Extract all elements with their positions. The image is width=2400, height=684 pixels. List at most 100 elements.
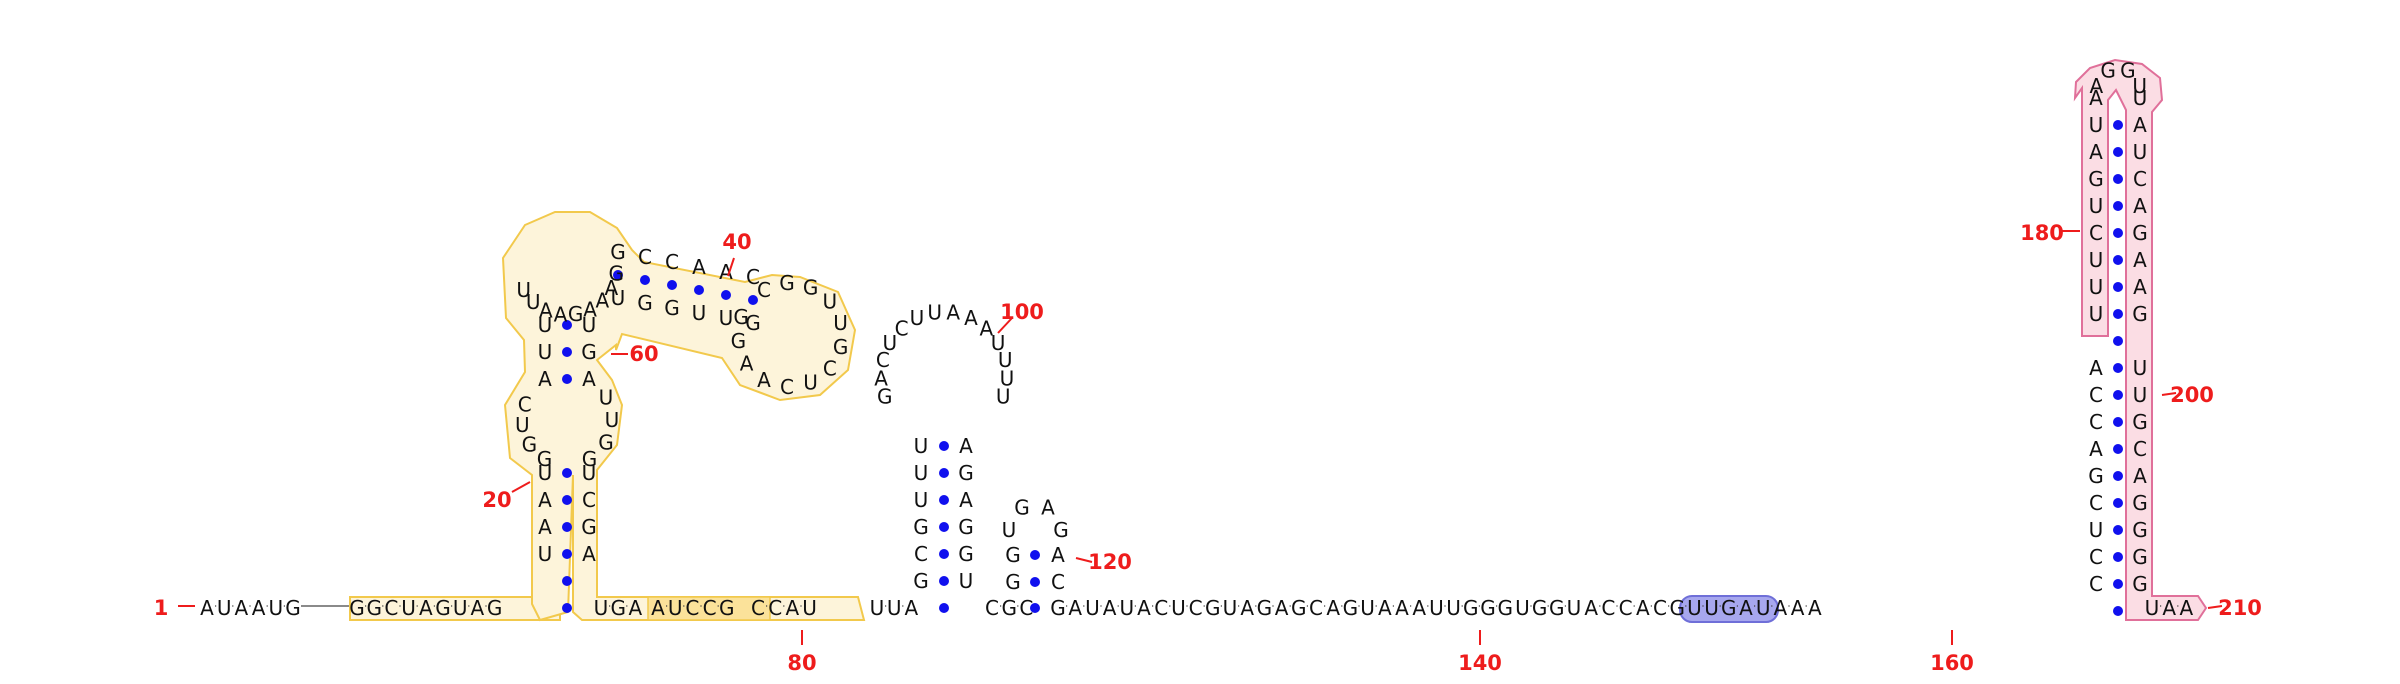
nucleotide: A [538, 488, 552, 512]
nucleotide: G [435, 596, 451, 620]
base-pair-dot [939, 522, 949, 532]
nucleotide: C [1653, 596, 1667, 620]
nucleotide: G [581, 515, 597, 539]
nucleotide: G [2132, 572, 2148, 596]
nucleotide: U [1446, 596, 1461, 620]
nucleotide: A [582, 367, 596, 391]
nucleotide: G [1463, 596, 1479, 620]
nucleotide: U [2089, 248, 2104, 272]
nucleotide: G [1205, 596, 1221, 620]
nucleotide: G [1549, 596, 1565, 620]
nucleotide: A [2133, 113, 2147, 137]
nucleotide: U [2133, 356, 2148, 380]
nucleotide: U [2089, 518, 2104, 542]
nucleotide: A [235, 596, 249, 620]
nucleotide: U [1687, 596, 1702, 620]
nucleotide: A [2133, 275, 2147, 299]
nucleotide: U [594, 596, 609, 620]
nucleotide: U [217, 596, 232, 620]
nucleotide: U [998, 348, 1013, 372]
nucleotide: G [1050, 596, 1066, 620]
domain-blue [1679, 595, 1779, 623]
nucleotide: C [757, 278, 771, 302]
base-pair-dot [939, 441, 949, 451]
nucleotide: U [2089, 113, 2104, 137]
position-number: 100 [1000, 300, 1044, 324]
base-pair-dot [562, 320, 572, 330]
nucleotide: A [1739, 596, 1753, 620]
nucleotide: A [2089, 140, 2103, 164]
base-pair-dot [562, 347, 572, 357]
nucleotide: U [1429, 596, 1444, 620]
nucleotide: G [1497, 596, 1513, 620]
nucleotide: A [1137, 596, 1151, 620]
base-pair-dot [562, 603, 572, 613]
position-tick [2161, 392, 2177, 396]
position-number: 120 [1088, 550, 1132, 574]
nucleotide: A [629, 596, 643, 620]
nucleotide: G [1480, 596, 1496, 620]
base-pair-dot [2113, 552, 2123, 562]
base-pair-dot [2113, 120, 2123, 130]
nucleotide: C [384, 596, 398, 620]
nucleotide: G [349, 596, 365, 620]
base-pair-dot [2113, 444, 2123, 454]
nucleotide: C [2133, 167, 2147, 191]
nucleotide: U [887, 596, 902, 620]
position-number: 80 [787, 651, 816, 675]
nucleotide: A [2089, 437, 2103, 461]
nucleotide: C [2089, 383, 2103, 407]
nucleotide: U [1000, 366, 1015, 390]
position-number: 60 [629, 342, 658, 366]
position-number: 40 [722, 230, 751, 254]
nucleotide: G [582, 447, 598, 471]
nucleotide: G [581, 340, 597, 364]
position-number: 180 [2020, 221, 2064, 245]
nucleotide: G [2088, 464, 2104, 488]
nucleotide: G [745, 311, 761, 335]
nucleotide: G [1532, 596, 1548, 620]
nucleotide: U [803, 371, 818, 395]
base-pair-dot [2113, 336, 2123, 346]
nucleotide: U [1756, 596, 1771, 620]
base-pair-dot [939, 468, 949, 478]
nucleotide: A [2089, 86, 2103, 110]
nucleotide: U [582, 313, 597, 337]
base-pair-dot [667, 280, 677, 290]
base-pair-dot [2113, 579, 2123, 589]
nucleotide: A [946, 301, 960, 325]
nucleotide: U [2133, 383, 2148, 407]
nucleotide: G [913, 515, 929, 539]
nucleotide: G [1001, 596, 1017, 620]
base-pair-dot [562, 468, 572, 478]
nucleotide: U [1085, 596, 1100, 620]
nucleotide: G [366, 596, 382, 620]
nucleotide: G [2132, 221, 2148, 245]
nucleotide: U [582, 461, 597, 485]
nucleotide: U [2089, 302, 2104, 326]
nucleotide: U [914, 434, 929, 458]
nucleotide: C [1051, 570, 1065, 594]
nucleotide: U [668, 596, 683, 620]
base-pair-dot [562, 374, 572, 384]
nucleotide: A [1326, 596, 1340, 620]
nucleotide: G [958, 515, 974, 539]
nucleotide: G [1343, 596, 1359, 620]
nucleotide: G [1053, 518, 1069, 542]
nucleotide: U [959, 569, 974, 593]
base-pair-dot [939, 495, 949, 505]
nucleotide: G [664, 296, 680, 320]
nucleotide: G [637, 291, 653, 315]
nucleotide: A [1051, 543, 1065, 567]
nucleotide: A [1068, 596, 1082, 620]
nucleotide: C [751, 596, 765, 620]
domain-pink [2073, 58, 2208, 621]
nucleotide: C [582, 488, 596, 512]
nucleotide: G [958, 542, 974, 566]
nucleotide: A [1395, 596, 1409, 620]
nucleotide: U [515, 413, 530, 437]
base-pair-dot [562, 522, 572, 532]
nucleotide: C [2089, 545, 2103, 569]
position-number: 20 [482, 488, 511, 512]
